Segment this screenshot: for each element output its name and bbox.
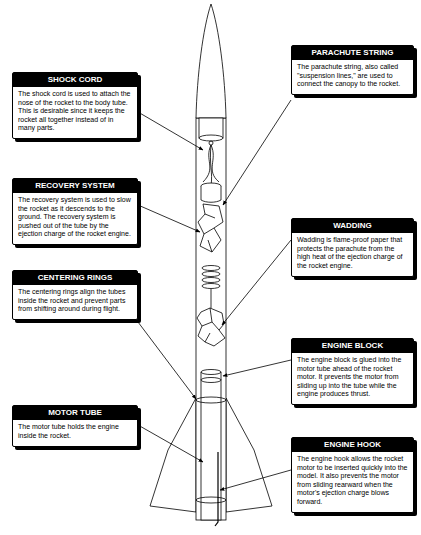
callout-box: WADDINGWadding is flame-proof paper that… — [291, 218, 414, 277]
leader-line — [138, 425, 203, 462]
leader-line — [223, 360, 291, 376]
engine-hook — [215, 452, 218, 526]
callout-body: The recovery system is used to slow the … — [13, 193, 137, 244]
nose-shoulder-base — [199, 135, 223, 141]
cord-coil — [202, 284, 220, 289]
callout-box: ENGINE HOOKThe engine hook allows the ro… — [291, 437, 414, 513]
motor-tube-top — [201, 378, 221, 383]
callout-heading: MOTOR TUBE — [13, 406, 137, 420]
callout-box: RECOVERY SYSTEMThe recovery system is us… — [12, 178, 138, 245]
nose-cone — [196, 4, 226, 118]
leader-line — [223, 100, 291, 205]
callout-body: The motor tube holds the engine inside t… — [13, 420, 137, 445]
centering-ring — [196, 497, 226, 503]
leader-line — [138, 205, 200, 232]
wadding-paper — [197, 308, 225, 346]
callout-heading: ENGINE HOOK — [292, 438, 413, 452]
callout-heading: PARACHUTE STRING — [292, 46, 413, 60]
leader-line — [138, 112, 203, 150]
callout-body: Wadding is flame-proof paper that protec… — [292, 233, 413, 275]
callout-body: The engine block is glued into the motor… — [292, 353, 413, 404]
callout-body: The shock cord is used to attach the nos… — [13, 87, 137, 138]
centering-ring — [196, 397, 226, 403]
left-fin — [150, 398, 196, 512]
callout-heading: ENGINE BLOCK — [292, 339, 413, 353]
shock-cord-line — [203, 145, 211, 182]
cord-end — [211, 289, 212, 308]
cord-coil — [202, 266, 220, 271]
callout-body: The parachute string, also called "suspe… — [292, 60, 413, 94]
wadding-folds — [202, 308, 219, 342]
engine-block-top — [201, 370, 221, 375]
body-tube — [196, 118, 226, 520]
callout-box: SHOCK CORDThe shock cord is used to atta… — [12, 72, 138, 139]
cord-coil — [202, 272, 220, 277]
cord-coil — [202, 278, 220, 283]
leader-line — [138, 322, 196, 399]
suspension-line — [211, 145, 219, 182]
callout-body: The centering rings align the tubes insi… — [13, 285, 137, 319]
suspension-line — [210, 145, 211, 186]
callout-box: PARACHUTE STRINGThe parachute string, al… — [291, 45, 414, 95]
screw-eye — [209, 141, 213, 145]
right-fin — [226, 398, 272, 512]
callout-box: ENGINE BLOCKThe engine block is glued in… — [291, 338, 414, 405]
parachute-bundle — [198, 204, 223, 252]
callout-box: MOTOR TUBEThe motor tube holds the engin… — [12, 405, 138, 447]
parachute-folds — [204, 214, 215, 252]
callout-heading: CENTERING RINGS — [13, 271, 137, 285]
callout-heading: RECOVERY SYSTEM — [13, 179, 137, 193]
callout-box: CENTERING RINGSThe centering rings align… — [12, 270, 138, 320]
callout-body: The engine hook allows the rocket motor … — [292, 452, 413, 512]
callout-heading: SHOCK CORD — [13, 73, 137, 87]
leader-line — [220, 470, 291, 490]
parachute-ring — [201, 186, 221, 202]
leader-line — [222, 240, 291, 325]
callout-heading: WADDING — [292, 219, 413, 233]
